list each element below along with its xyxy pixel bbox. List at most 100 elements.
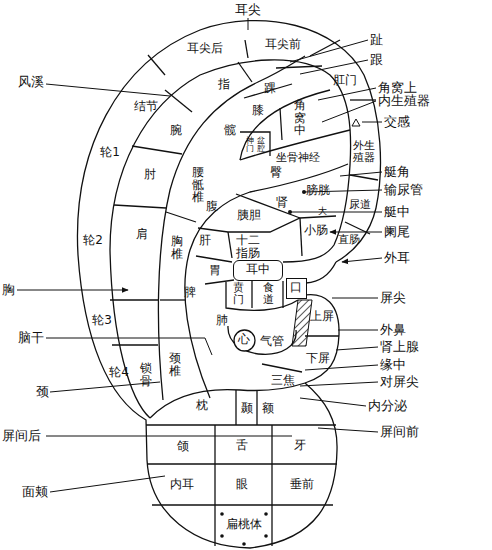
divider xyxy=(150,383,305,418)
ear-outline xyxy=(77,21,380,548)
callout-label: 艇角 xyxy=(384,165,410,179)
callout-label: 脑干 xyxy=(18,331,44,345)
callout-label: 阑尾 xyxy=(384,225,410,239)
region-label: 肝 xyxy=(199,234,211,247)
region-label: 三焦 xyxy=(271,374,295,387)
divider xyxy=(114,205,166,208)
region-label: 大 xyxy=(318,207,327,216)
callout-label: 外鼻 xyxy=(380,323,406,337)
region-label: 内耳 xyxy=(170,478,194,491)
divider xyxy=(165,90,192,112)
leader-line xyxy=(330,232,382,233)
region-label: 额 xyxy=(262,402,274,415)
callout-label: 风溪 xyxy=(18,75,44,89)
dot xyxy=(264,534,268,538)
callout-label: 胸 xyxy=(2,283,15,297)
region-label: 肺 xyxy=(216,314,228,327)
divider xyxy=(240,132,270,156)
region-label: 盆腔 xyxy=(257,137,266,154)
callout-label: 颈 xyxy=(36,385,49,399)
region-label: 贲门 xyxy=(232,282,245,305)
region-label: 下屏 xyxy=(306,352,330,365)
lobe-grid xyxy=(146,424,336,425)
leader-line xyxy=(332,298,378,299)
leader-line xyxy=(318,88,376,100)
leader-line xyxy=(46,436,292,437)
leader-line xyxy=(290,40,368,62)
region-label: 锁骨 xyxy=(139,362,153,387)
leader-line xyxy=(336,347,378,350)
dot xyxy=(242,542,246,546)
lobe-grid xyxy=(214,425,215,546)
divider xyxy=(282,281,283,308)
callout-label: 趾 xyxy=(370,33,383,47)
dot xyxy=(220,512,224,516)
leader-line xyxy=(305,365,378,370)
divider xyxy=(350,99,376,100)
divider xyxy=(256,391,257,425)
leader-line xyxy=(362,122,382,123)
region-label: 眼 xyxy=(236,478,248,491)
leader-line xyxy=(318,428,378,432)
callout-label: 屏间后 xyxy=(2,429,41,443)
region-label: 扁桃体 xyxy=(226,518,262,531)
divider xyxy=(148,55,165,75)
leader-line xyxy=(50,476,165,492)
lobe-grid xyxy=(147,463,337,464)
helix-crus-line xyxy=(306,262,336,283)
region-label: 胃 xyxy=(209,264,221,277)
callout-label: 缘中 xyxy=(380,358,406,372)
callout-label: 跟 xyxy=(370,53,383,67)
fossa-line xyxy=(240,90,330,160)
region-label: 膝 xyxy=(252,104,264,117)
dot xyxy=(264,512,268,516)
region-label: 小肠 xyxy=(304,224,328,237)
region-label: 肩 xyxy=(136,228,148,241)
callout-label: 对屏尖 xyxy=(380,375,419,389)
leader-line xyxy=(322,101,376,122)
callout-label: 输尿管 xyxy=(384,183,423,197)
region-label: 垂前 xyxy=(290,478,314,491)
leader-line xyxy=(300,60,368,74)
callout-label: 肛门 xyxy=(333,74,357,87)
region-label: 腹 xyxy=(206,200,218,213)
divider xyxy=(350,175,378,180)
divider xyxy=(251,281,252,308)
region-label: 肾 xyxy=(276,196,288,209)
callout-label: 屏间前 xyxy=(380,425,419,439)
region-label: 轮4 xyxy=(109,366,129,379)
divider xyxy=(160,299,185,300)
callout-label: 内生殖器 xyxy=(378,94,430,108)
region-label: 坐骨神经 xyxy=(276,152,320,164)
callout-label: 内分泌 xyxy=(368,399,407,413)
leader-line xyxy=(46,338,212,355)
leader-line xyxy=(340,172,382,176)
leader-line xyxy=(290,212,382,213)
node-label: 心 xyxy=(238,333,250,346)
callout-label: 交感 xyxy=(384,115,410,129)
divider xyxy=(112,344,158,345)
triangle-symbol xyxy=(352,119,360,126)
divider xyxy=(245,40,248,58)
divider xyxy=(310,40,340,56)
region-label: 胰胆 xyxy=(237,209,261,222)
region-label: 颈椎 xyxy=(168,352,182,377)
callout-label: 面颊 xyxy=(22,485,48,499)
region-label: 脾 xyxy=(184,286,196,299)
circle-node: 心 xyxy=(233,329,256,352)
divider xyxy=(235,390,236,425)
region-label: 臀 xyxy=(270,166,282,179)
leader-line xyxy=(300,398,366,406)
callout-label: 耳尖 xyxy=(235,3,261,17)
callout-label: 艇中 xyxy=(384,205,410,219)
leader-line xyxy=(17,290,128,291)
callout-label: 肾上腺 xyxy=(380,340,419,354)
divider xyxy=(262,364,302,372)
dot xyxy=(220,534,224,538)
region-label: 食道 xyxy=(262,282,275,305)
region-label: 膀胱 xyxy=(306,184,330,197)
region-label: 枕 xyxy=(196,399,208,412)
region-label: 轮2 xyxy=(83,234,103,247)
